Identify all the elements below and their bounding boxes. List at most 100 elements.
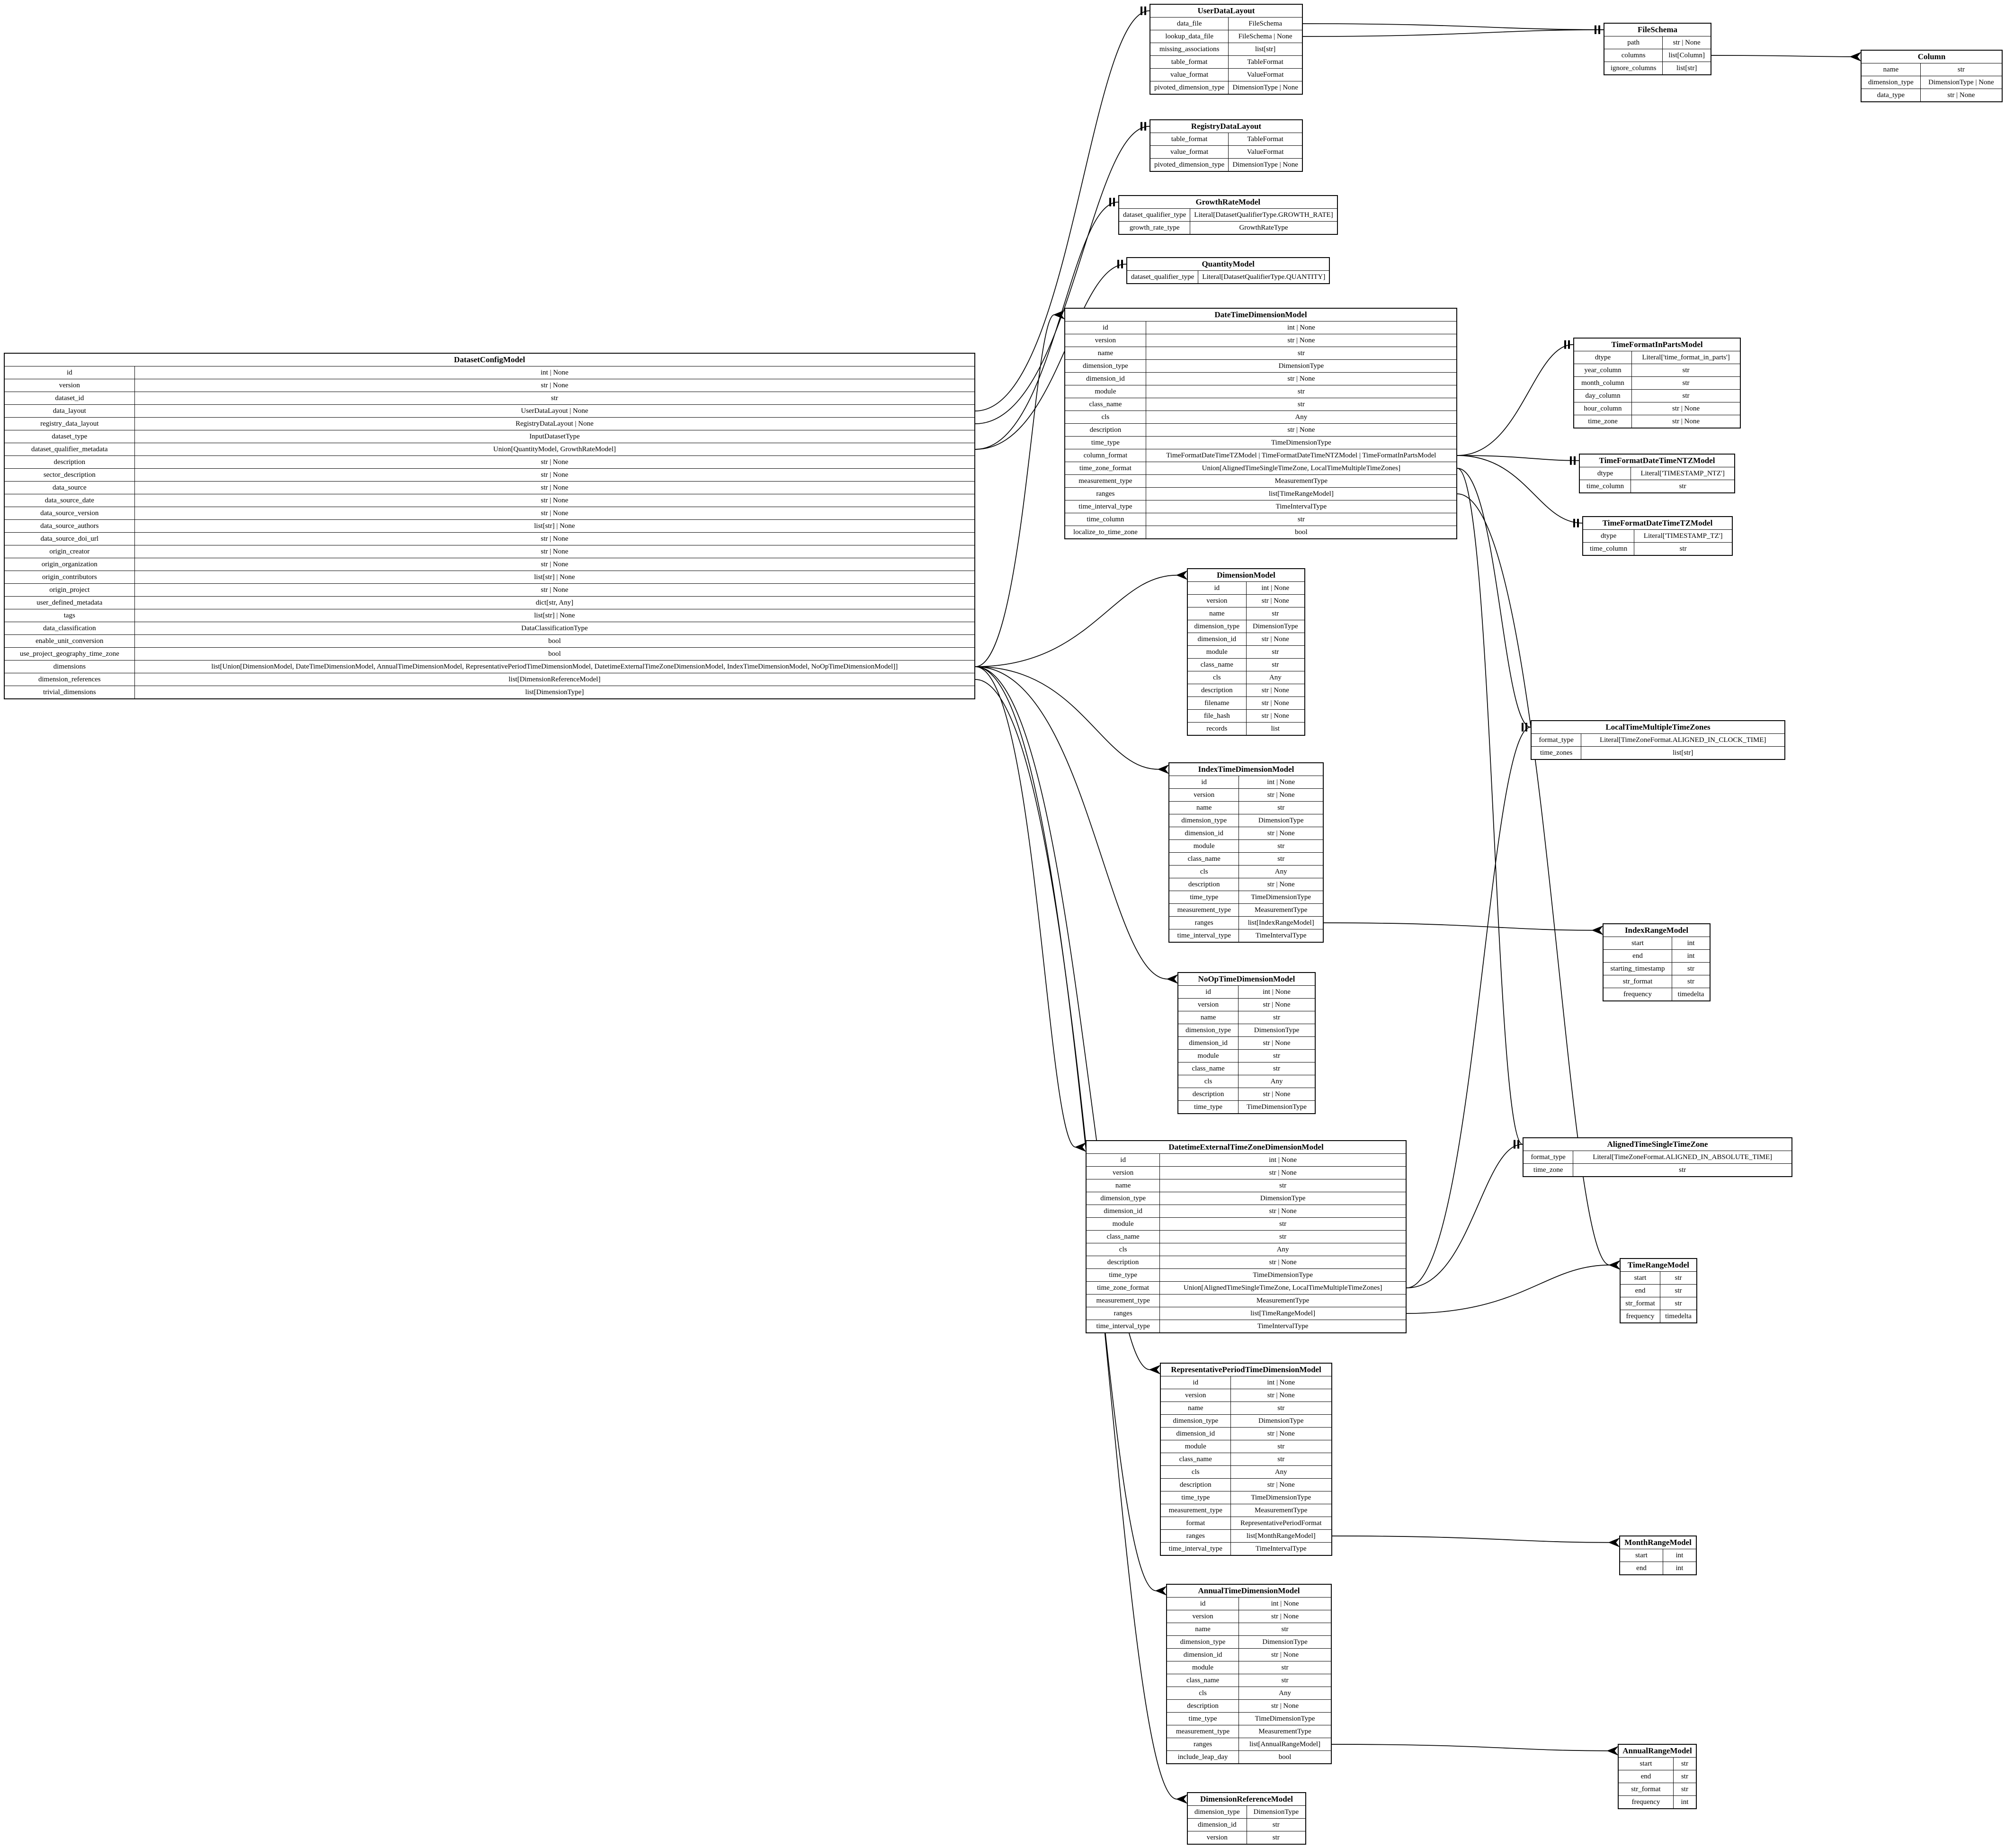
field-type: FileSchema | None (1228, 30, 1303, 43)
field-name: module (1168, 839, 1239, 853)
field-type: str (1238, 1062, 1316, 1075)
entity-title: RegistryDataLayout (1150, 119, 1303, 133)
field-type: int (1673, 1795, 1697, 1809)
field-type: str (1239, 839, 1324, 853)
field-name: version (1187, 1831, 1247, 1845)
field-type: str | None (1239, 1610, 1332, 1623)
edge-line (1331, 1744, 1608, 1751)
field-name: enable_unit_conversion (4, 634, 135, 648)
entity-title-row: RegistryDataLayout (1150, 119, 1303, 133)
entity-title-row: TimeFormatDateTimeNTZModel (1579, 454, 1735, 467)
edge-line (1406, 1264, 1610, 1314)
field-name: version (1177, 998, 1239, 1011)
field-name: id (1160, 1376, 1231, 1389)
edge-line (975, 574, 1177, 667)
cardinality-one-icon (1564, 340, 1570, 349)
edge-DateTimeDimensionModel.time_zone_format-to-AlignedTimeSingleTimeZone (1457, 468, 1523, 1149)
field-type: int | None (1159, 1153, 1407, 1167)
field-type: Literal['TIMESTAMP_TZ'] (1634, 529, 1733, 543)
field-name: use_project_geography_time_zone (4, 647, 135, 661)
entity-title: Column (1861, 50, 2003, 63)
field-name: filename (1187, 696, 1247, 710)
field-type: str | None (1159, 1166, 1407, 1179)
field-name: origin_creator (4, 545, 135, 558)
entity-title: FileSchema (1604, 23, 1711, 36)
field-name: description (1160, 1478, 1231, 1491)
field-type: str (1239, 801, 1324, 814)
entity-title-row: DatasetConfigModel (4, 353, 975, 366)
edge-line (975, 666, 1157, 1591)
entity-title: AnnualRangeModel (1618, 1744, 1697, 1758)
cardinality-one-icon (1109, 197, 1115, 206)
field-name: user_defined_metadata (4, 596, 135, 609)
field-type: list[str] | None (134, 571, 975, 584)
field-type: Any (1238, 1075, 1316, 1088)
field-type: str (1239, 852, 1324, 866)
field-type: MeasurementType (1239, 903, 1324, 917)
field-name: table_format (1150, 133, 1229, 146)
field-name: time_interval_type (1168, 929, 1239, 943)
entity-title-row: Column (1861, 50, 2003, 63)
field-type: str (1145, 513, 1457, 526)
field-name: end (1619, 1562, 1664, 1575)
entity-title-row: FileSchema (1604, 23, 1711, 36)
edge-line (1457, 455, 1579, 461)
field-type: str | None (134, 532, 975, 545)
cardinality-one-icon (1573, 518, 1579, 527)
field-name: frequency (1620, 1310, 1661, 1323)
field-name: data_type (1861, 89, 1921, 102)
field-name: origin_project (4, 583, 135, 597)
field-type: MeasurementType (1239, 1725, 1332, 1738)
field-type: FileSchema (1228, 17, 1303, 30)
field-name: start (1618, 1757, 1674, 1770)
field-name: dataset_qualifier_type (1118, 208, 1191, 222)
field-name: module (1166, 1661, 1239, 1674)
entity-title: TimeRangeModel (1620, 1258, 1697, 1272)
entity-title-row: DimensionModel (1187, 568, 1305, 582)
field-name: column_format (1064, 449, 1146, 462)
field-type: Any (1246, 671, 1305, 684)
edge-DatasetConfigModel.registry_data_layout-to-RegistryDataLayout (975, 122, 1150, 424)
field-name: month_column (1573, 376, 1632, 390)
entity-title: MonthRangeModel (1619, 1536, 1697, 1549)
field-type: int (1671, 949, 1711, 963)
edge-line (975, 314, 1055, 667)
field-type: str | None (1246, 594, 1305, 607)
field-type: GrowthRateType (1190, 221, 1338, 235)
field-name: cls (1160, 1465, 1231, 1479)
field-type: DimensionType (1159, 1192, 1407, 1205)
field-name: dimension_type (1861, 76, 1921, 89)
